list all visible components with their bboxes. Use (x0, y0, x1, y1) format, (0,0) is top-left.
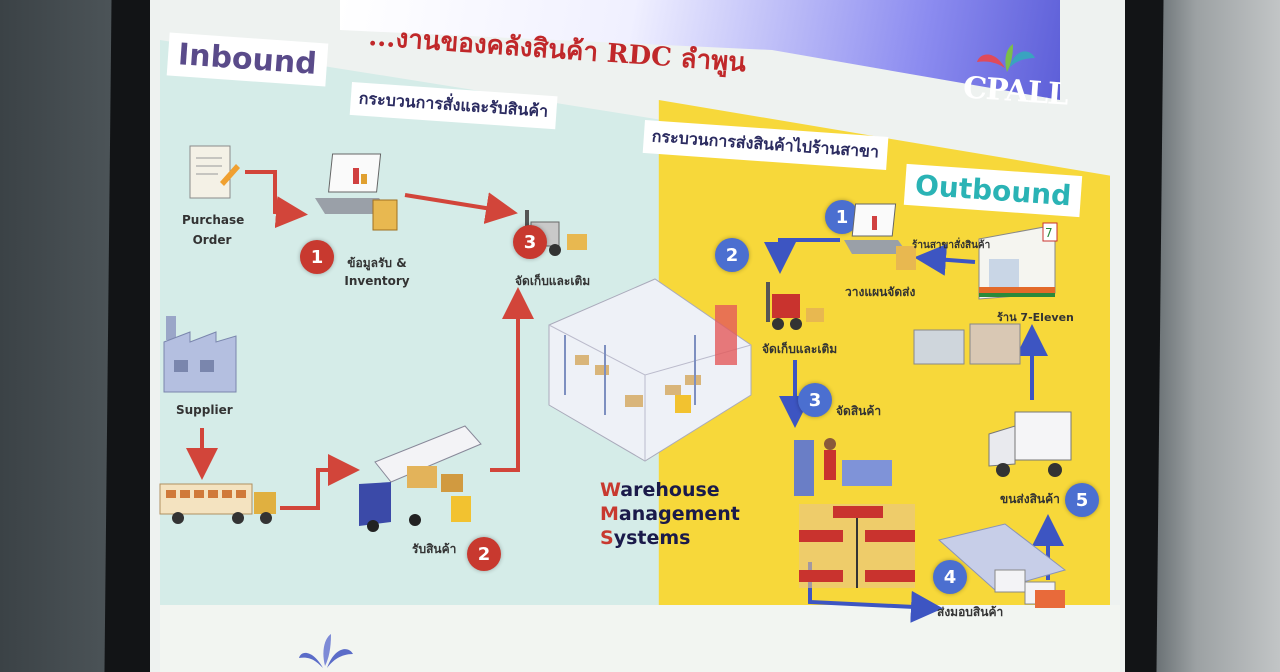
purchase-order-icon (189, 145, 240, 199)
picking-worker-illustration (794, 438, 892, 496)
seven-eleven-label: ร้าน 7-Eleven (997, 311, 1074, 324)
outbound-step-2-badge: 2 (715, 238, 749, 272)
supplier-label: Supplier (176, 403, 233, 417)
outbound-step-4-badge: 4 (933, 560, 967, 594)
unloading-truck-icon (359, 425, 482, 532)
store-order-label: ร้านสาขาสั่งสินค้า (912, 240, 991, 251)
cpall-logo: CPALL (955, 40, 1069, 125)
inbound-step-1-label: ข้อมูลรับ & Inventory (344, 256, 410, 288)
dispatch-dock-illustration (937, 523, 1067, 608)
outbound-laptop-icon (844, 203, 916, 270)
outbound-step-5-label: ขนส่งสินค้า (1000, 492, 1060, 506)
supplier-factory-icon (163, 316, 237, 393)
outbound-forklift-icon (766, 282, 824, 330)
wall-left (0, 0, 120, 672)
inbound-step-3-badge: 3 (513, 225, 547, 259)
wms-line-1: Warehouse (600, 479, 720, 501)
warehouse-isometric-illustration (548, 278, 752, 462)
wms-line-3: Systems (600, 527, 691, 549)
outbound-step-2-label: จัดเก็บและเติม (762, 342, 838, 356)
wms-label: Warehouse Management Systems (600, 478, 740, 550)
bottom-leaf-logo-icon (299, 634, 353, 668)
outbound-step-4-label: ส่งมอบสินค้า (937, 605, 1004, 619)
sorting-station-illustration (799, 504, 915, 588)
delivery-van-icon (988, 411, 1072, 477)
svg-text:7: 7 (1045, 226, 1053, 240)
inbound-step-1-badge: 1 (300, 240, 334, 274)
bottom-strip (160, 605, 1120, 672)
outbound-step-1-label: วางแผนจัดส่ง (845, 285, 916, 299)
wms-line-2: Management (600, 503, 740, 525)
seven-eleven-store-icon: 7 (978, 222, 1058, 300)
wall-right (1140, 0, 1280, 672)
purchase-order-label: Purchase Order (182, 213, 245, 247)
laptop-icon (315, 153, 398, 231)
outbound-step-3-label: จัดสินค้า (836, 404, 882, 418)
store-photos-icon (913, 323, 1021, 365)
inbound-step-2-label: รับสินค้า (412, 542, 457, 556)
inbound-step-3-label: จัดเก็บและเติม (515, 274, 591, 288)
outbound-step-3-badge: 3 (798, 383, 832, 417)
leaf-logo-icon (977, 44, 1035, 72)
delivery-truck-icon (159, 483, 276, 524)
outbound-step-5-badge: 5 (1065, 483, 1099, 517)
inbound-step-2-badge: 2 (467, 537, 501, 571)
